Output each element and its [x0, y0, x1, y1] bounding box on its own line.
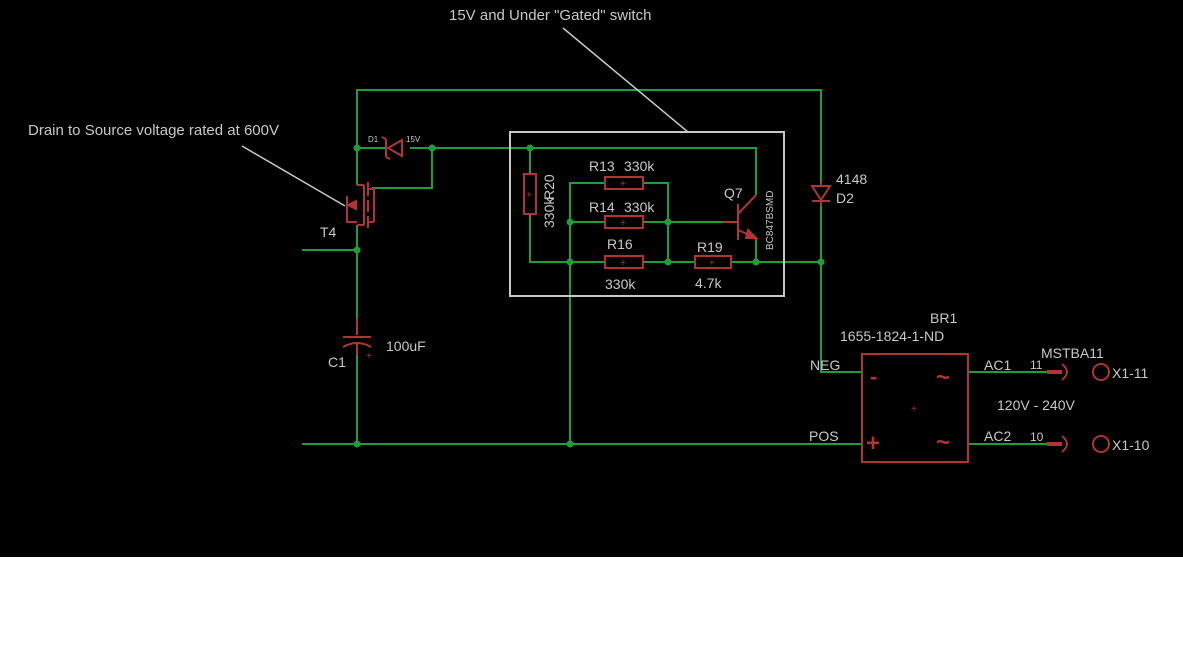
label-ac1: AC1: [984, 357, 1011, 373]
leader-drain-source: [241, 145, 346, 207]
junction-dot: [566, 440, 574, 448]
label-q7: Q7: [724, 185, 743, 201]
connector-pin-10: [1047, 435, 1110, 453]
junction-dot: [353, 440, 361, 448]
label-r20: R20: [541, 174, 557, 200]
wire-top-to-q7: [530, 147, 757, 195]
junction-dot: [664, 218, 672, 226]
wire-r13-right: [643, 182, 669, 222]
leader-gated-switch: [562, 27, 689, 133]
origin-mark: +: [366, 351, 372, 362]
label-pin-11-number: 11: [1030, 358, 1043, 372]
junction-dot: [566, 258, 574, 266]
label-r16-value: 330k: [605, 276, 636, 292]
label-r13-value: 330k: [624, 158, 655, 174]
origin-mark: +: [620, 258, 626, 269]
origin-mark: +: [620, 179, 626, 190]
capacitor-c1: [342, 318, 372, 355]
resistor-r13: [604, 176, 644, 190]
origin-mark: +: [526, 190, 532, 201]
wire-top-rail: [356, 89, 822, 182]
resistor-r16: [604, 255, 644, 269]
junction-dot: [428, 144, 436, 152]
junction-dot: [353, 144, 361, 152]
label-pin-10-number: 10: [1030, 430, 1044, 444]
label-br1-value: 1655-1824-1-ND: [840, 328, 944, 344]
label-r14-value: 330k: [624, 199, 655, 215]
label-c1-value: 100uF: [386, 338, 426, 354]
label-connector: MSTBA11: [1041, 345, 1104, 361]
label-d1: D1: [368, 135, 379, 144]
wires: [302, 89, 1047, 445]
annotation-gated-switch: 15V and Under "Gated" switch: [449, 7, 651, 24]
junction-dot: [664, 258, 672, 266]
label-r19-value: 4.7k: [695, 275, 722, 291]
junction-dot: [752, 258, 760, 266]
junction-dot: [817, 258, 825, 266]
wire-neg: [820, 262, 862, 373]
gated-switch-box: [509, 131, 785, 297]
annotation-drain-source: Drain to Source voltage rated at 600V: [28, 122, 279, 139]
label-d2: D2: [836, 190, 854, 206]
label-pos: POS: [809, 428, 839, 444]
junction-dot: [353, 246, 361, 254]
label-x1-10: X1-10: [1112, 437, 1150, 453]
bridge-rectifier-br1: [861, 353, 969, 463]
diode-d2: [810, 182, 832, 206]
junctions: [353, 144, 825, 448]
connector-pin-11: [1047, 363, 1110, 381]
label-r13: R13: [589, 158, 615, 174]
label-x1-11: X1-11: [1112, 365, 1149, 381]
label-r16: R16: [607, 236, 633, 252]
schematic-canvas: 15V and Under "Gated" switch Drain to So…: [0, 0, 1183, 557]
resistor-r20: [523, 173, 537, 215]
label-d2-value: 4148: [836, 171, 867, 187]
label-voltage: 120V - 240V: [997, 397, 1075, 413]
zener-diode-d1: [381, 136, 403, 160]
origin-mark: +: [911, 404, 917, 415]
label-d1-value: 15V: [406, 135, 421, 144]
label-neg: NEG: [810, 357, 840, 373]
origin-mark: +: [709, 258, 715, 269]
label-r20-value: 330k: [541, 197, 557, 228]
label-ac2: AC2: [984, 428, 1011, 444]
wire-gate: [372, 148, 433, 189]
mosfet-t4: [345, 182, 375, 228]
label-q7-value: BC847BSMD: [765, 191, 776, 250]
wire-r13-left: [569, 182, 605, 444]
resistor-r14: [604, 215, 644, 229]
label-br1: BR1: [930, 310, 957, 326]
junction-dot: [566, 218, 574, 226]
label-c1: C1: [328, 354, 346, 370]
origin-mark: +: [620, 218, 626, 229]
label-t4: T4: [320, 224, 337, 240]
label-r19: R19: [697, 239, 723, 255]
label-r14: R14: [589, 199, 615, 215]
junction-dot: [526, 144, 534, 152]
br1-tilde-ac2: ~: [936, 429, 950, 456]
schematic-diagram: 15V and Under "Gated" switch Drain to So…: [28, 7, 1150, 463]
br1-plus-symbol: +: [866, 430, 880, 457]
resistor-r19: [694, 255, 732, 269]
wire-r20-bottom: [529, 214, 605, 263]
transistor-q7: [722, 194, 759, 240]
br1-minus-symbol: -: [870, 364, 877, 389]
br1-tilde-ac1: ~: [936, 364, 950, 391]
